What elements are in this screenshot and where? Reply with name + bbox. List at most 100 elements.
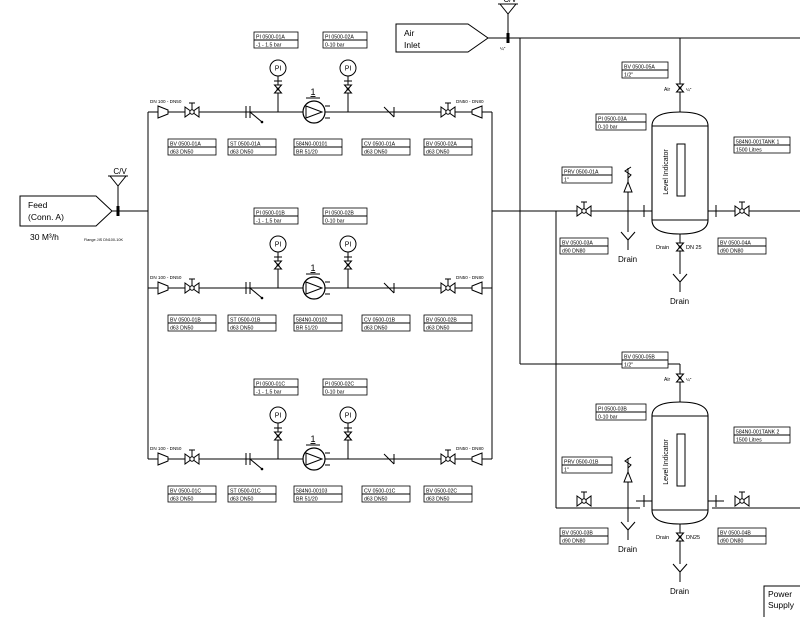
inlet-valve-label-tag: BV 0500-01A	[170, 142, 201, 148]
air-check-valve-label: C/V	[503, 0, 517, 4]
tank-outlet-valve-label-tag: BV 0500-04B	[720, 531, 751, 537]
suction-gauge-label: PI 0500-01C-1 - 1.5 bar	[253, 378, 299, 396]
suction-gauge-label-value: -1 - 1.5 bar	[256, 219, 282, 225]
pump	[302, 276, 330, 300]
suction-gauge-isolation-valve-stem	[276, 263, 280, 267]
feed-check-valve-label: C/V	[113, 167, 127, 176]
outlet-valve-label-value: d63 DN50	[426, 326, 449, 332]
tank-gauge-label-tag: PI 0500-03A	[598, 117, 627, 123]
prv-drain-right	[627, 521, 636, 531]
prv-drain: Drain	[618, 521, 637, 554]
tank-label: 584N0-001TANK 2 1500 Litres	[733, 426, 791, 444]
prv-drain-right	[627, 231, 636, 241]
tank-inlet-valve-label-value: d90 DN80	[562, 539, 585, 545]
outlet-valve-label-value: d63 DN50	[426, 150, 449, 156]
suction-gauge-isolation-valve	[273, 260, 283, 270]
inlet-ball-valve	[184, 449, 200, 465]
tank-drain-left	[672, 563, 681, 573]
tank-outlet-valve	[734, 201, 750, 217]
air-vent-valve	[675, 83, 685, 93]
tank-label-value: 1500 Litres	[736, 438, 762, 444]
reducer-inlet	[157, 452, 169, 466]
tank-drain-label: Drain	[670, 587, 689, 596]
tank-outlet-valve-stem	[739, 208, 745, 214]
strainer-label-tag: ST 0500-01B	[230, 318, 261, 324]
drain-valve-stem	[678, 535, 682, 539]
reducer-right-label: DN50 - DN80	[456, 446, 484, 451]
pump-number: 1	[310, 263, 315, 273]
discharge-gauge: PI	[339, 59, 357, 112]
tank-drain: Drain	[670, 273, 689, 306]
outlet-ball-valve-stem	[445, 456, 451, 462]
suction-gauge-isolation-valve-stem	[276, 87, 280, 91]
check-valve-label-value: d63 DN50	[364, 497, 387, 503]
inlet-ball-valve-stem	[189, 109, 195, 115]
discharge-gauge-dial	[339, 406, 357, 424]
discharge-gauge-isolation-valve-stem	[346, 263, 350, 267]
tank-outlet-valve-stem	[739, 498, 745, 504]
pump-label-tag: 584N0-00103	[296, 489, 328, 495]
pump-impeller	[305, 105, 324, 119]
strainer-basket	[249, 111, 263, 123]
air-vent-valve-stem	[678, 86, 682, 90]
strainer-label-value: d63 DN50	[230, 326, 253, 332]
strainer	[245, 282, 264, 300]
level-sight-glass	[676, 433, 686, 487]
air-size: ¼"	[686, 87, 692, 92]
check-valve-disc	[383, 453, 395, 465]
tank-gauge-label-tag: PI 0500-03B	[598, 407, 627, 413]
strainer-label-value: d63 DN50	[230, 497, 253, 503]
reducer-left-label: DN 100 - DN50	[150, 275, 182, 280]
suction-gauge: PI	[269, 406, 287, 459]
discharge-gauge-isolation-valve-stem	[346, 434, 350, 438]
air-inlet-tag	[395, 23, 489, 53]
air-check-valve: C/V	[498, 0, 518, 34]
check-valve	[383, 282, 395, 294]
suction-gauge-label-tag: PI 0500-01A	[256, 35, 285, 41]
pump-label-value: BR 51/20	[296, 497, 318, 503]
suction-gauge-dial	[269, 406, 287, 424]
suction-gauge: PI	[269, 59, 287, 112]
reducer-left-label: DN 100 - DN50	[150, 99, 182, 104]
air-valve-label-value: 1/2"	[624, 363, 633, 369]
tank-drain-left	[672, 273, 681, 283]
air-inlet-size: ¼"	[500, 46, 506, 51]
check-valve-disc	[383, 282, 395, 294]
tank-inlet-valve-stem	[581, 498, 587, 504]
tank-inlet-valve	[576, 491, 592, 507]
drain-valve	[675, 532, 685, 542]
level-indicator-label: Level Indicator	[663, 149, 670, 195]
tank-label-tag: 584N0-001TANK 2	[736, 430, 780, 436]
air-valve-label-value: 1/2"	[624, 73, 633, 79]
check-valve-label-tag: CV 0500-01A	[364, 142, 396, 148]
feed-flange: Flange JIS DN100-10K	[84, 238, 124, 242]
suction-gauge-isolation-valve	[273, 431, 283, 441]
discharge-gauge-label-tag: PI 0500-02B	[325, 211, 354, 217]
tank-outlet-valve-label-value: d90 DN80	[720, 249, 743, 255]
pump-label-value: BR 51/20	[296, 150, 318, 156]
drain-size: DN25	[686, 535, 700, 541]
power-title: Power	[768, 589, 792, 599]
check-valve-label-value: d63 DN50	[364, 326, 387, 332]
prv-label-value: 1"	[564, 468, 569, 474]
outlet-valve-label-tag: BV 0500-02B	[426, 318, 457, 324]
discharge-gauge-isolation-valve-stem	[346, 87, 350, 91]
air-inlet-subtitle: Inlet	[404, 40, 421, 50]
air-inlet-title: Air	[404, 28, 415, 38]
prv-spring	[624, 166, 632, 179]
pump	[302, 447, 330, 471]
